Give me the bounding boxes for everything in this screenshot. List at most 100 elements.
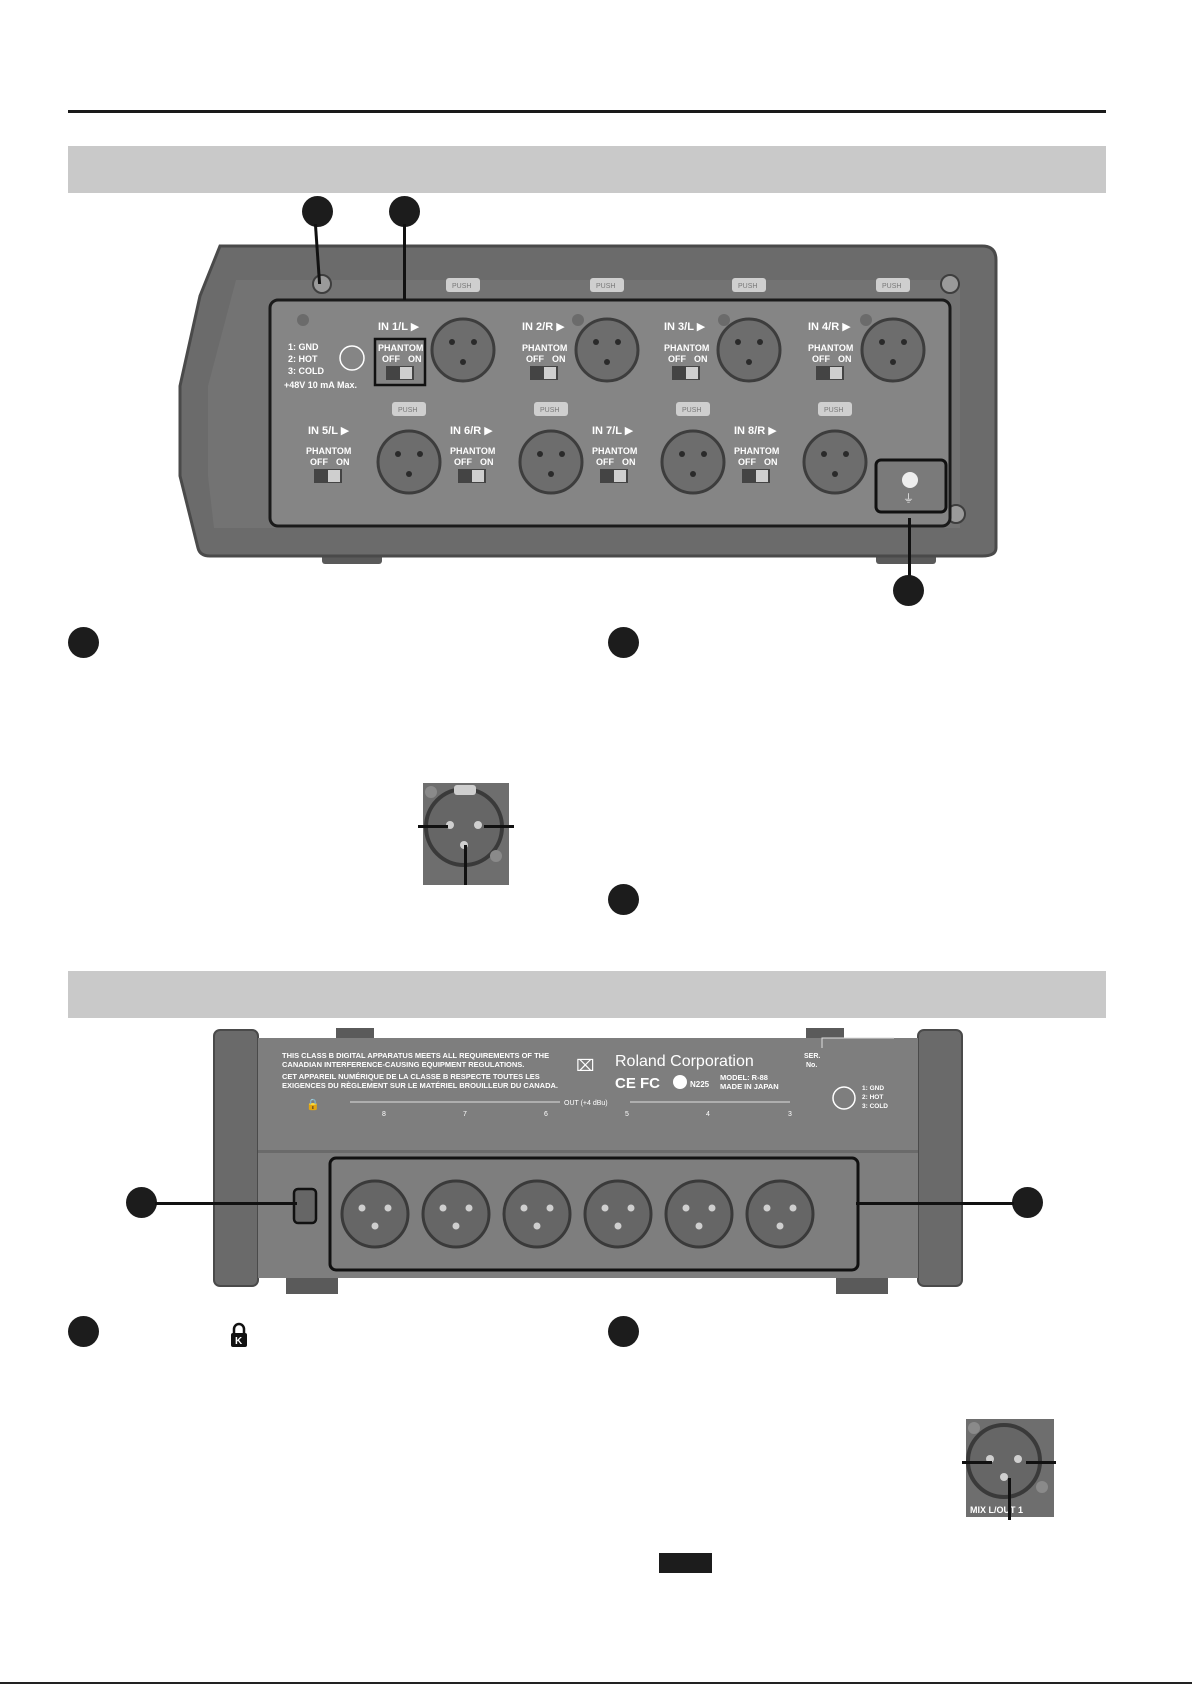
phantom-label: PHANTOM <box>522 343 567 353</box>
off-label: OFF <box>454 457 472 467</box>
screw-icon <box>860 314 872 326</box>
compliance-en-1: THIS CLASS B DIGITAL APPARATUS MEETS ALL… <box>282 1051 549 1060</box>
callout-line <box>908 518 911 578</box>
section-band-rear <box>68 971 1106 1018</box>
svg-text:K: K <box>235 1336 243 1347</box>
screw-icon <box>312 274 332 294</box>
xlr-input-jack[interactable] <box>802 429 868 495</box>
phantom-callout-box <box>373 337 427 387</box>
compliance-en-2: CANADIAN INTERFERENCE-CAUSING EQUIPMENT … <box>282 1060 524 1069</box>
pin-legend-1: 1: GND <box>288 342 319 352</box>
rear-panel-illustration: THIS CLASS B DIGITAL APPARATUS MEETS ALL… <box>213 1028 963 1294</box>
header-rule <box>68 110 1106 113</box>
output-jack[interactable] <box>502 1179 572 1249</box>
input-channel-2: IN 2/R ▶ PHANTOM OFF ON PUSH <box>522 278 640 383</box>
push-tab <box>732 278 766 292</box>
input-4-label: IN 4/R ▶ <box>808 321 851 333</box>
push-label: PUSH <box>596 283 615 290</box>
item-bullet <box>68 627 99 658</box>
push-tab <box>534 402 568 416</box>
off-label: OFF <box>668 354 686 364</box>
screw-icon <box>297 314 309 326</box>
n-number: N225 <box>690 1080 710 1089</box>
callout-line <box>484 825 514 828</box>
on-label: ON <box>764 457 778 467</box>
front-panel-illustration: 1: GND 2: HOT 3: COLD +48V 10 mA Max. IN… <box>178 244 998 564</box>
security-slot[interactable] <box>292 1187 318 1225</box>
foot-left <box>286 1274 338 1294</box>
serial-label-2: No. <box>806 1062 817 1069</box>
serial-label-1: SER. <box>804 1053 820 1060</box>
screw-icon <box>572 314 584 326</box>
phantom-label: PHANTOM <box>378 343 423 353</box>
callout-line <box>856 1202 1014 1205</box>
push-label: PUSH <box>682 407 701 414</box>
mix-out-label: MIX L/OUT 1 <box>970 1505 1023 1515</box>
callout-bullet <box>302 196 333 227</box>
screw-icon <box>940 274 960 294</box>
push-label: PUSH <box>540 407 559 414</box>
input-channel-6: IN 6/R ▶ PHANTOM OFF ON PUSH <box>450 402 584 495</box>
pin-legend-2: 2: HOT <box>288 354 318 364</box>
callout-line <box>418 825 448 828</box>
xlr-input-jack[interactable] <box>660 429 726 495</box>
cert-marks: CE FC <box>615 1075 660 1092</box>
out-number: 8 <box>382 1111 386 1118</box>
output-jack[interactable] <box>340 1179 410 1249</box>
off-label: OFF <box>526 354 544 364</box>
compliance-fr-2: EXIGENCES DU RÈGLEMENT SUR LE MATÉRIEL B… <box>282 1081 558 1090</box>
made-in-label: MADE IN JAPAN <box>720 1082 779 1091</box>
phantom-label: PHANTOM <box>450 446 495 456</box>
note-label-box <box>659 1553 712 1573</box>
xlr-input-jack[interactable] <box>376 429 442 495</box>
off-label: OFF <box>596 457 614 467</box>
xlr-input-jack[interactable] <box>430 317 496 383</box>
foot-right <box>836 1274 888 1294</box>
input-channel-1: IN 1/L ▶ PHANTOM OFF ON PUSH <box>373 278 496 387</box>
callout-line <box>962 1461 992 1464</box>
ground-screw-icon[interactable] <box>902 472 918 488</box>
push-tab <box>876 278 910 292</box>
on-label: ON <box>552 354 566 364</box>
phantom-label: PHANTOM <box>592 446 637 456</box>
input-2-label: IN 2/R ▶ <box>522 321 565 333</box>
xlr-input-jack[interactable] <box>860 317 926 383</box>
pin-legend-3: 3: COLD <box>288 366 325 376</box>
push-label: PUSH <box>738 283 757 290</box>
push-tab <box>676 402 710 416</box>
ground-symbol-icon: ⏚ <box>903 492 914 505</box>
pin-legend-3: 3: COLD <box>862 1103 888 1110</box>
output-jack[interactable] <box>583 1179 653 1249</box>
out-number: 6 <box>544 1111 548 1118</box>
xlr-pin-diagram-icon <box>832 1086 856 1110</box>
section-band-front <box>68 146 1106 193</box>
input-7-label: IN 7/L ▶ <box>592 425 634 437</box>
pin-legend-2: 2: HOT <box>862 1094 883 1101</box>
xlr-input-jack[interactable] <box>574 317 640 383</box>
push-label: PUSH <box>452 283 471 290</box>
output-jack[interactable] <box>664 1179 734 1249</box>
push-tab <box>446 278 480 292</box>
push-tab <box>590 278 624 292</box>
kensington-lock-icon: K <box>231 1322 247 1347</box>
xlr-input-jack[interactable] <box>518 429 584 495</box>
push-tab <box>392 402 426 416</box>
compliance-fr-1: CET APPAREIL NUMÉRIQUE DE LA CLASSE B RE… <box>282 1072 540 1081</box>
out-number: 4 <box>706 1111 710 1118</box>
input-channel-4: IN 4/R ▶ PHANTOM OFF ON PUSH <box>808 278 926 383</box>
xlr-input-jack[interactable] <box>716 317 782 383</box>
input-channel-8: IN 8/R ▶ PHANTOM OFF ON PUSH <box>734 402 868 495</box>
callout-line <box>1008 1478 1011 1520</box>
input-8-label: IN 8/R ▶ <box>734 425 777 437</box>
push-label: PUSH <box>824 407 843 414</box>
screw-icon <box>718 314 730 326</box>
on-label: ON <box>838 354 852 364</box>
output-jack[interactable] <box>421 1179 491 1249</box>
pin-legend-1: 1: GND <box>862 1085 884 1092</box>
phantom-switch-knob <box>400 367 412 379</box>
output-jack[interactable] <box>745 1179 815 1249</box>
push-label: PUSH <box>882 283 901 290</box>
side-bracket-right <box>917 1029 963 1287</box>
on-label: ON <box>336 457 350 467</box>
phantom-label: PHANTOM <box>664 343 709 353</box>
